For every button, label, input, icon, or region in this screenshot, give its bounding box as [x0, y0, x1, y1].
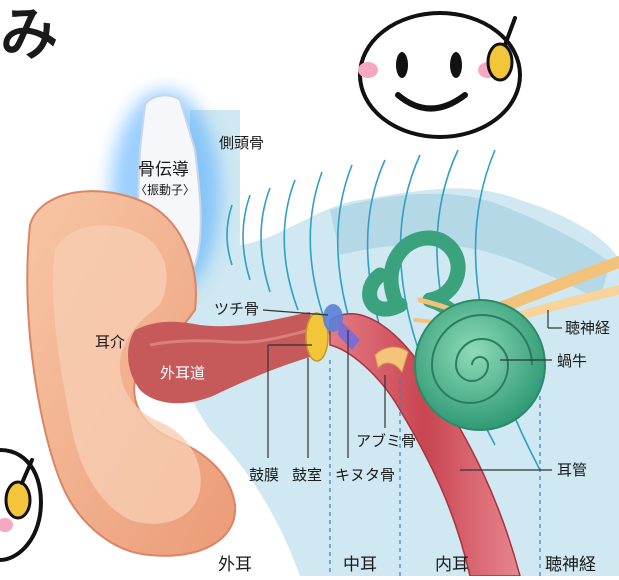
label-auricle: 耳介	[95, 333, 125, 351]
title-glyph: み	[0, 0, 58, 68]
label-bone-conduction: 骨伝導	[138, 160, 189, 180]
label-ear-canal: 外耳道	[160, 364, 205, 382]
mascot-partial	[0, 450, 41, 560]
zone-outer-ear: 外耳	[218, 555, 252, 575]
label-cochlea: 蝸牛	[557, 352, 587, 370]
label-temporal-bone: 側頭骨	[219, 134, 264, 152]
label-vibrator: 〈振動子〉	[135, 183, 195, 197]
label-eardrum: 鼓膜	[249, 466, 279, 484]
label-eustachian-tube: 耳管	[557, 461, 587, 479]
mascot-smiley-face	[358, 13, 520, 137]
label-stapes: アブミ骨	[356, 432, 416, 450]
cochlea	[415, 300, 545, 430]
zone-middle-ear: 中耳	[343, 555, 377, 575]
zone-inner-ear: 内耳	[435, 555, 469, 575]
label-auditory-nerve: 聴神経	[565, 319, 610, 337]
label-tympanic-cavity: 鼓室	[292, 466, 322, 484]
label-incus: キヌタ骨	[335, 466, 395, 484]
label-malleus: ツチ骨	[214, 300, 259, 318]
zone-nerve: 聴神経	[545, 555, 596, 575]
